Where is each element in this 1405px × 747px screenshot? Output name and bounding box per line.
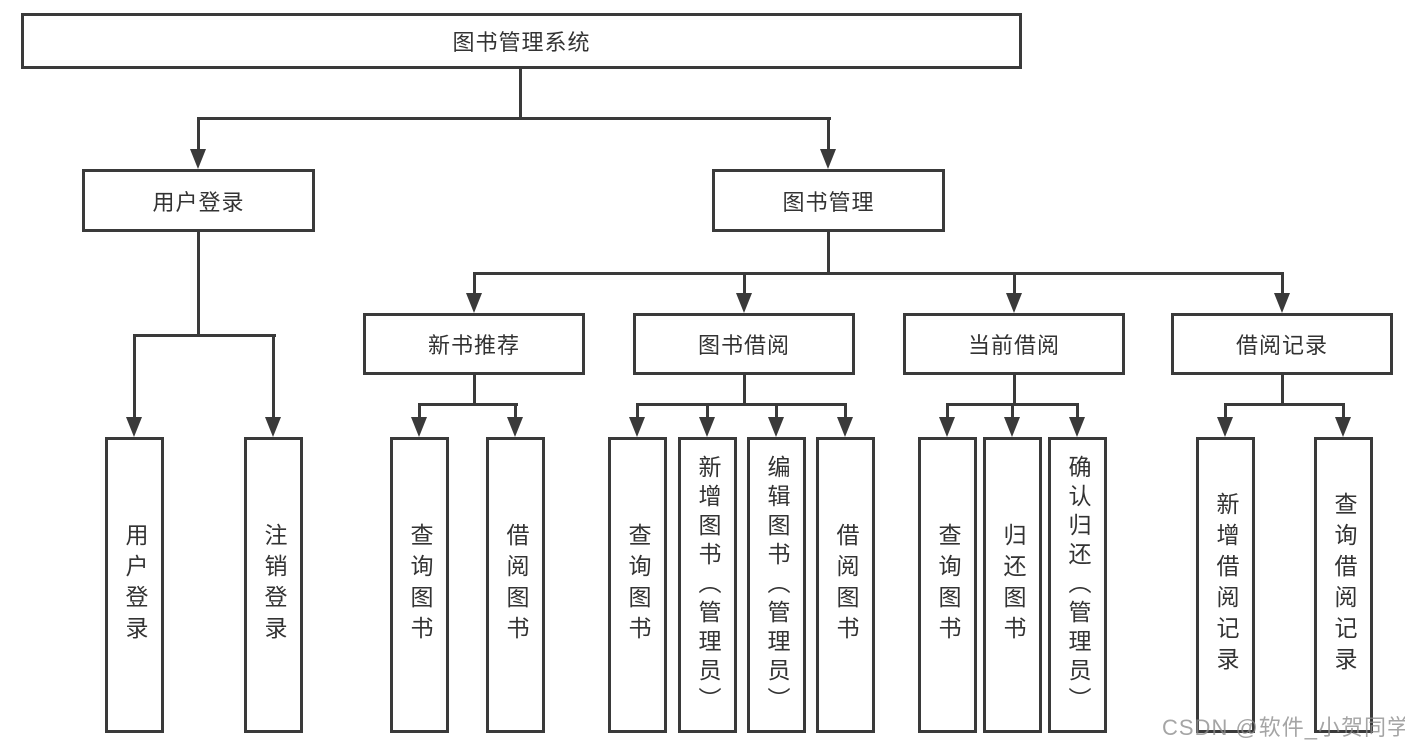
connector-line	[946, 403, 949, 420]
leaf-edit-books-admin: 编辑图书（管理员）	[747, 437, 806, 733]
connector-line	[1281, 272, 1284, 296]
leaf-query-borrow-record: 查询借阅记录	[1314, 437, 1373, 733]
connector-line	[636, 403, 639, 420]
connector-line	[743, 272, 746, 296]
leaf-label: 查询图书	[935, 523, 961, 647]
connector-line	[133, 334, 276, 337]
leaf-label: 查询图书	[407, 523, 433, 647]
node-borrow-records: 借阅记录	[1171, 313, 1393, 375]
leaf-label: 借阅图书	[503, 523, 529, 647]
node-current-borrow: 当前借阅	[903, 313, 1125, 375]
connector-line	[473, 272, 476, 296]
connector-line	[1011, 403, 1014, 420]
leaf-query-books-recommend: 查询图书	[390, 437, 449, 733]
node-book-borrow: 图书借阅	[633, 313, 855, 375]
connector-line	[418, 403, 518, 406]
arrowhead-down-icon	[939, 417, 955, 437]
connector-line	[827, 117, 830, 152]
leaf-confirm-return-admin: 确认归还（管理员）	[1048, 437, 1107, 733]
arrowhead-down-icon	[1004, 417, 1020, 437]
connector-line	[1281, 375, 1284, 406]
leaf-borrow-books: 借阅图书	[816, 437, 875, 733]
connector-line	[473, 375, 476, 406]
arrowhead-down-icon	[507, 417, 523, 437]
arrowhead-down-icon	[820, 149, 836, 169]
arrowhead-down-icon	[736, 293, 752, 313]
leaf-query-books-current: 查询图书	[918, 437, 977, 733]
connector-line	[197, 232, 200, 337]
arrowhead-down-icon	[699, 417, 715, 437]
connector-line	[473, 272, 1284, 275]
connector-line	[197, 117, 200, 152]
leaf-label: 注销登录	[261, 523, 287, 647]
connector-line	[636, 403, 847, 406]
connector-line	[1013, 272, 1016, 296]
connector-line	[1224, 403, 1227, 420]
arrowhead-down-icon	[466, 293, 482, 313]
arrowhead-down-icon	[1274, 293, 1290, 313]
connector-line	[1342, 403, 1345, 420]
arrowhead-down-icon	[768, 417, 784, 437]
connector-line	[743, 375, 746, 406]
arrowhead-down-icon	[837, 417, 853, 437]
arrowhead-down-icon	[265, 417, 281, 437]
connector-line	[519, 69, 522, 119]
arrowhead-down-icon	[411, 417, 427, 437]
arrowhead-down-icon	[1335, 417, 1351, 437]
connector-line	[272, 334, 275, 420]
leaf-query-books-borrow: 查询图书	[608, 437, 667, 733]
leaf-label: 归还图书	[1000, 523, 1026, 647]
leaf-label: 新增图书（管理员）	[695, 454, 721, 716]
leaf-return-books: 归还图书	[983, 437, 1042, 733]
connector-line	[1076, 403, 1079, 420]
connector-line	[418, 403, 421, 420]
connector-line	[1224, 403, 1345, 406]
connector-line	[775, 403, 778, 420]
node-book-management-branch: 图书管理	[712, 169, 945, 232]
leaf-label: 查询图书	[625, 523, 651, 647]
connector-line	[514, 403, 517, 420]
leaf-label: 新增借阅记录	[1213, 492, 1239, 678]
leaf-label: 借阅图书	[833, 523, 859, 647]
leaf-label: 用户登录	[122, 523, 148, 647]
arrowhead-down-icon	[190, 149, 206, 169]
arrowhead-down-icon	[629, 417, 645, 437]
csdn-watermark: CSDN @软件_小贺同学	[1162, 715, 1405, 740]
connector-line	[197, 117, 831, 120]
node-new-book-recommend: 新书推荐	[363, 313, 585, 375]
arrowhead-down-icon	[1069, 417, 1085, 437]
node-user-login-branch: 用户登录	[82, 169, 315, 232]
leaf-label: 查询借阅记录	[1331, 492, 1357, 678]
arrowhead-down-icon	[126, 417, 142, 437]
arrowhead-down-icon	[1217, 417, 1233, 437]
leaf-borrow-books-recommend: 借阅图书	[486, 437, 545, 733]
leaf-add-books-admin: 新增图书（管理员）	[678, 437, 737, 733]
leaf-logout: 注销登录	[244, 437, 303, 733]
leaf-add-borrow-record: 新增借阅记录	[1196, 437, 1255, 733]
leaf-label: 编辑图书（管理员）	[764, 454, 790, 716]
connector-line	[133, 334, 136, 420]
node-library-management-system: 图书管理系统	[21, 13, 1022, 69]
connector-line	[1013, 375, 1016, 406]
leaf-label: 确认归还（管理员）	[1065, 454, 1091, 716]
leaf-user-login: 用户登录	[105, 437, 164, 733]
connector-line	[827, 232, 830, 275]
arrowhead-down-icon	[1006, 293, 1022, 313]
connector-line	[844, 403, 847, 420]
connector-line	[706, 403, 709, 420]
